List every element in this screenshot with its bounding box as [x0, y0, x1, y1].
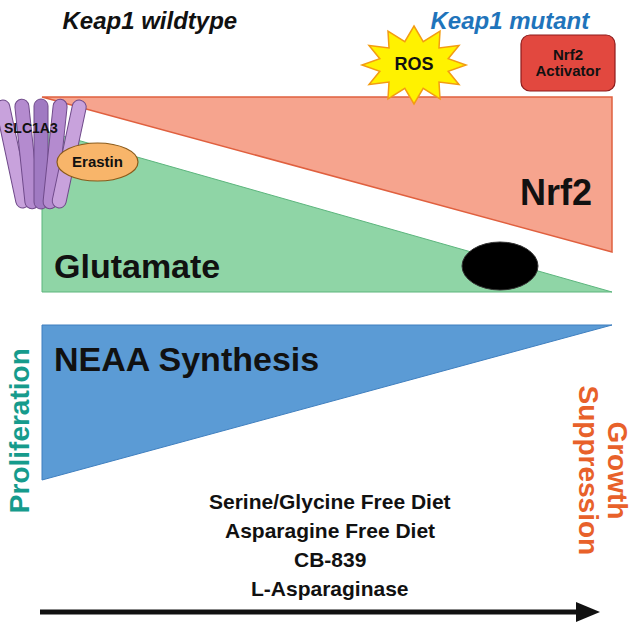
treatment-label: Asparagine Free Diet — [225, 520, 435, 542]
node-text: Nrf2 Activator — [530, 47, 606, 80]
box-shape — [521, 35, 615, 91]
node-text: Glutamate — [54, 248, 220, 285]
node-text: Nrf2 — [520, 173, 592, 213]
arrow-shaft — [40, 610, 578, 615]
ellipse-shape — [57, 143, 138, 181]
drug-ellipse: Erastin — [56, 142, 139, 182]
treatment-label: CB-839 — [294, 549, 366, 571]
treatment-label: Serine/Glycine Free Diet — [209, 491, 451, 513]
wedge-shape — [42, 130, 612, 292]
outcome-label: Proliferation — [4, 348, 33, 513]
node-text: SLC1A3 — [4, 121, 58, 136]
genotype-label: Keap1 mutant — [431, 8, 590, 33]
star-shape — [362, 26, 466, 104]
node-text: ROS — [394, 55, 433, 75]
outcome-label: Growth Suppression — [574, 370, 633, 570]
blocker-ellipse — [462, 242, 538, 290]
wedge-shape — [42, 325, 612, 480]
node-text: NEAA Synthesis — [54, 341, 319, 378]
neaa-wedge: NEAA Synthesis — [42, 325, 612, 480]
node-text: Erastin — [72, 154, 123, 171]
ros-star: ROS — [362, 26, 466, 104]
treatment-label: L-Asparaginase — [251, 578, 409, 600]
arrow-head — [576, 602, 600, 622]
activator-box: Nrf2 Activator — [520, 34, 616, 92]
genotype-label: Keap1 wildtype — [63, 8, 238, 33]
